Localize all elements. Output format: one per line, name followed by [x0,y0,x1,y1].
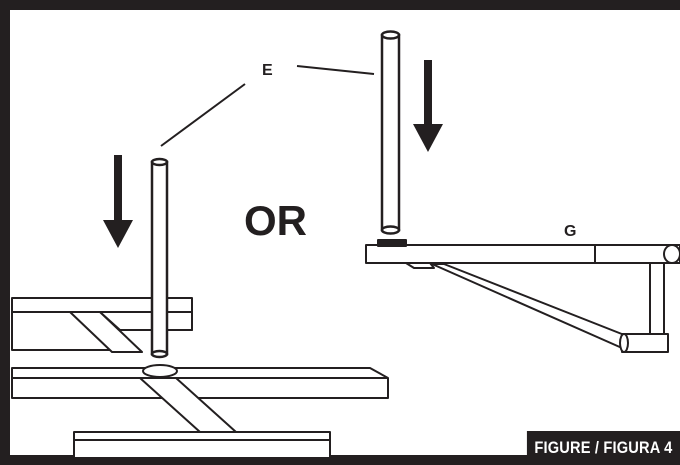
left-pole-e [150,157,169,359]
down-arrow-icon [103,155,133,248]
figure-caption-text: FIGURE / FIGURA 4 [534,438,673,457]
label-e: E [262,62,273,79]
or-label: OR [244,197,307,244]
leader-line-right [296,65,375,75]
label-g: G [564,223,576,240]
figure-caption: FIGURE / FIGURA 4 [526,431,680,465]
down-arrow-icon [413,60,443,152]
bracket-g [365,239,680,353]
right-pole-e [380,30,401,235]
cross-base [11,297,389,459]
leader-line-left [160,83,246,147]
